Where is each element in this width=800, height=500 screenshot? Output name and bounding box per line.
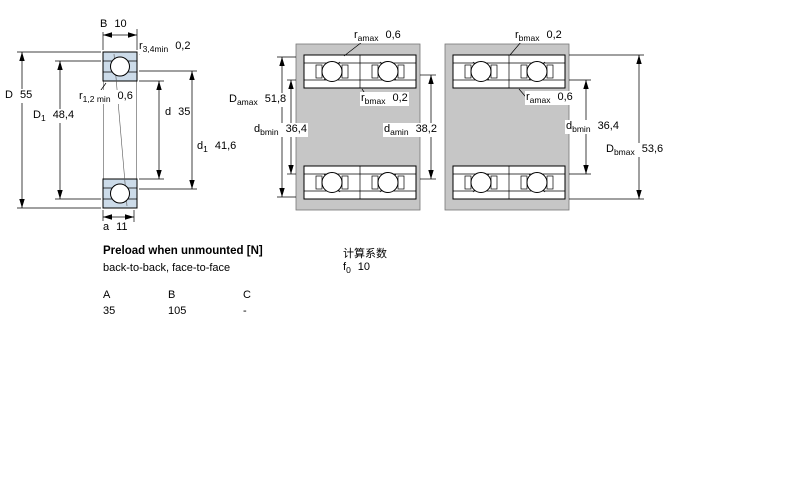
dim-subscript: amin — [390, 127, 409, 138]
dim-label-r12min: r1,2 min 0,6 — [78, 90, 134, 104]
dim-label-rbmax-right: rbmax 0,2 — [514, 29, 563, 43]
dim-subscript: amax — [529, 95, 551, 106]
bearing-ball — [110, 183, 130, 204]
dim-value: 0,6 — [117, 90, 133, 102]
preload-col-header-b: B — [168, 289, 176, 301]
dim-symbol: D — [229, 93, 237, 105]
single-bearing-figure — [17, 29, 197, 222]
dim-label-a: a 11 — [102, 221, 129, 235]
dim-subscript: amax — [357, 33, 379, 44]
dim-symbol: d — [384, 123, 391, 135]
preload-value-c: - — [243, 305, 247, 317]
contact-angle-line — [113, 53, 128, 207]
preload-col-header-c: C — [243, 289, 251, 301]
dim-label-Damax: Damax 51,8 — [228, 93, 288, 108]
dim-value: 11 — [116, 221, 128, 233]
dim-subscript: amax — [236, 97, 258, 108]
dim-label-ramax-right: ramax 0,6 — [525, 91, 574, 105]
dim-subscript: bmin — [572, 124, 591, 135]
factor-f0: f0 10 — [343, 261, 371, 276]
paired-bearings-face-to-face-figure — [444, 41, 644, 211]
dim-value: 38,2 — [415, 123, 437, 135]
bearing-ball — [526, 61, 548, 82]
dim-label-rbmax-mid: rbmax 0,2 — [360, 92, 409, 106]
dim-subscript: 1 — [40, 113, 46, 124]
dim-symbol: D — [606, 143, 614, 155]
dim-value: 48,4 — [52, 109, 75, 121]
dim-subscript: 3,4min — [142, 44, 169, 55]
dim-symbol: D — [5, 89, 13, 101]
dim-value: 53,6 — [641, 143, 664, 155]
dim-label-r34min: r3,4min 0,2 — [138, 40, 192, 55]
preload-value-b: 105 — [168, 305, 187, 317]
preload-table: A B C 35 105 - — [103, 289, 293, 317]
dim-value: 51,8 — [264, 93, 287, 105]
bearing-ball — [470, 172, 492, 193]
dim-symbol: r — [515, 29, 519, 41]
dim-label-D1: D1 48,4 — [32, 109, 76, 124]
dim-symbol: B — [100, 18, 108, 30]
dim-symbol: d — [566, 120, 573, 132]
bearing-ball — [110, 56, 130, 77]
dim-symbol: d — [254, 123, 261, 135]
dim-label-dbmin-mid: dbmin 36,4 — [253, 123, 308, 137]
dim-symbol: f — [343, 261, 347, 273]
dim-label-d: d 35 — [164, 106, 192, 120]
dim-subscript: bmax — [613, 147, 635, 158]
dim-value: 36,4 — [285, 123, 307, 135]
dim-symbol: r — [526, 91, 530, 103]
dim-label-damin: damin 38,2 — [383, 123, 438, 137]
calculation-factors-title: 计算系数 — [343, 248, 387, 260]
bearing-ball — [377, 61, 399, 82]
dim-subscript: 0 — [346, 265, 351, 276]
dim-symbol: D — [33, 109, 41, 121]
preload-col-header-a: A — [103, 289, 111, 301]
dim-value: 41,6 — [214, 140, 237, 152]
dim-symbol: r — [79, 90, 83, 102]
bearing-ball — [470, 61, 492, 82]
dim-symbol: r — [361, 92, 365, 104]
dim-value: 0,6 — [385, 29, 401, 41]
dim-value: 10 — [114, 18, 127, 30]
dim-symbol: r — [139, 40, 143, 52]
bearing-ball — [526, 172, 548, 193]
dim-label-B: B 10 — [99, 18, 128, 32]
dim-subscript: bmax — [518, 33, 540, 44]
dim-value: 35 — [178, 106, 191, 118]
dim-value: 0,6 — [557, 91, 573, 103]
dim-value: 36,4 — [597, 120, 619, 132]
dim-label-D: D 55 — [4, 89, 34, 103]
dim-value: 0,2 — [546, 29, 562, 41]
dim-subscript: bmin — [260, 127, 279, 138]
dim-symbol: r — [354, 29, 358, 41]
dim-label-Dbmax: Dbmax 53,6 — [605, 143, 665, 158]
preload-subtitle: back-to-back, face-to-face — [103, 262, 231, 274]
bearing-ball — [377, 172, 399, 193]
dim-value: 0,2 — [175, 40, 191, 52]
dim-subscript: 1 — [203, 144, 208, 155]
dim-value: 55 — [19, 89, 33, 101]
dim-label-d1: d1 41,6 — [196, 140, 238, 155]
bearing-ball — [321, 61, 343, 82]
preload-title: Preload when unmounted [N] — [103, 245, 263, 257]
dim-subscript: bmax — [364, 96, 386, 107]
preload-value-a: 35 — [103, 305, 116, 317]
dim-label-ramax-mid: ramax 0,6 — [353, 29, 402, 43]
dim-subscript: 1,2 min — [82, 94, 111, 105]
paired-bearings-back-to-back-figure — [277, 41, 436, 211]
dim-symbol: d — [165, 106, 172, 118]
dim-value: 10 — [357, 261, 371, 273]
dim-symbol: d — [197, 140, 204, 152]
dim-value: 0,2 — [392, 92, 408, 104]
dim-label-dbmin-right: dbmin 36,4 — [565, 120, 620, 134]
dim-symbol: a — [103, 221, 110, 233]
bearing-ball — [321, 172, 343, 193]
